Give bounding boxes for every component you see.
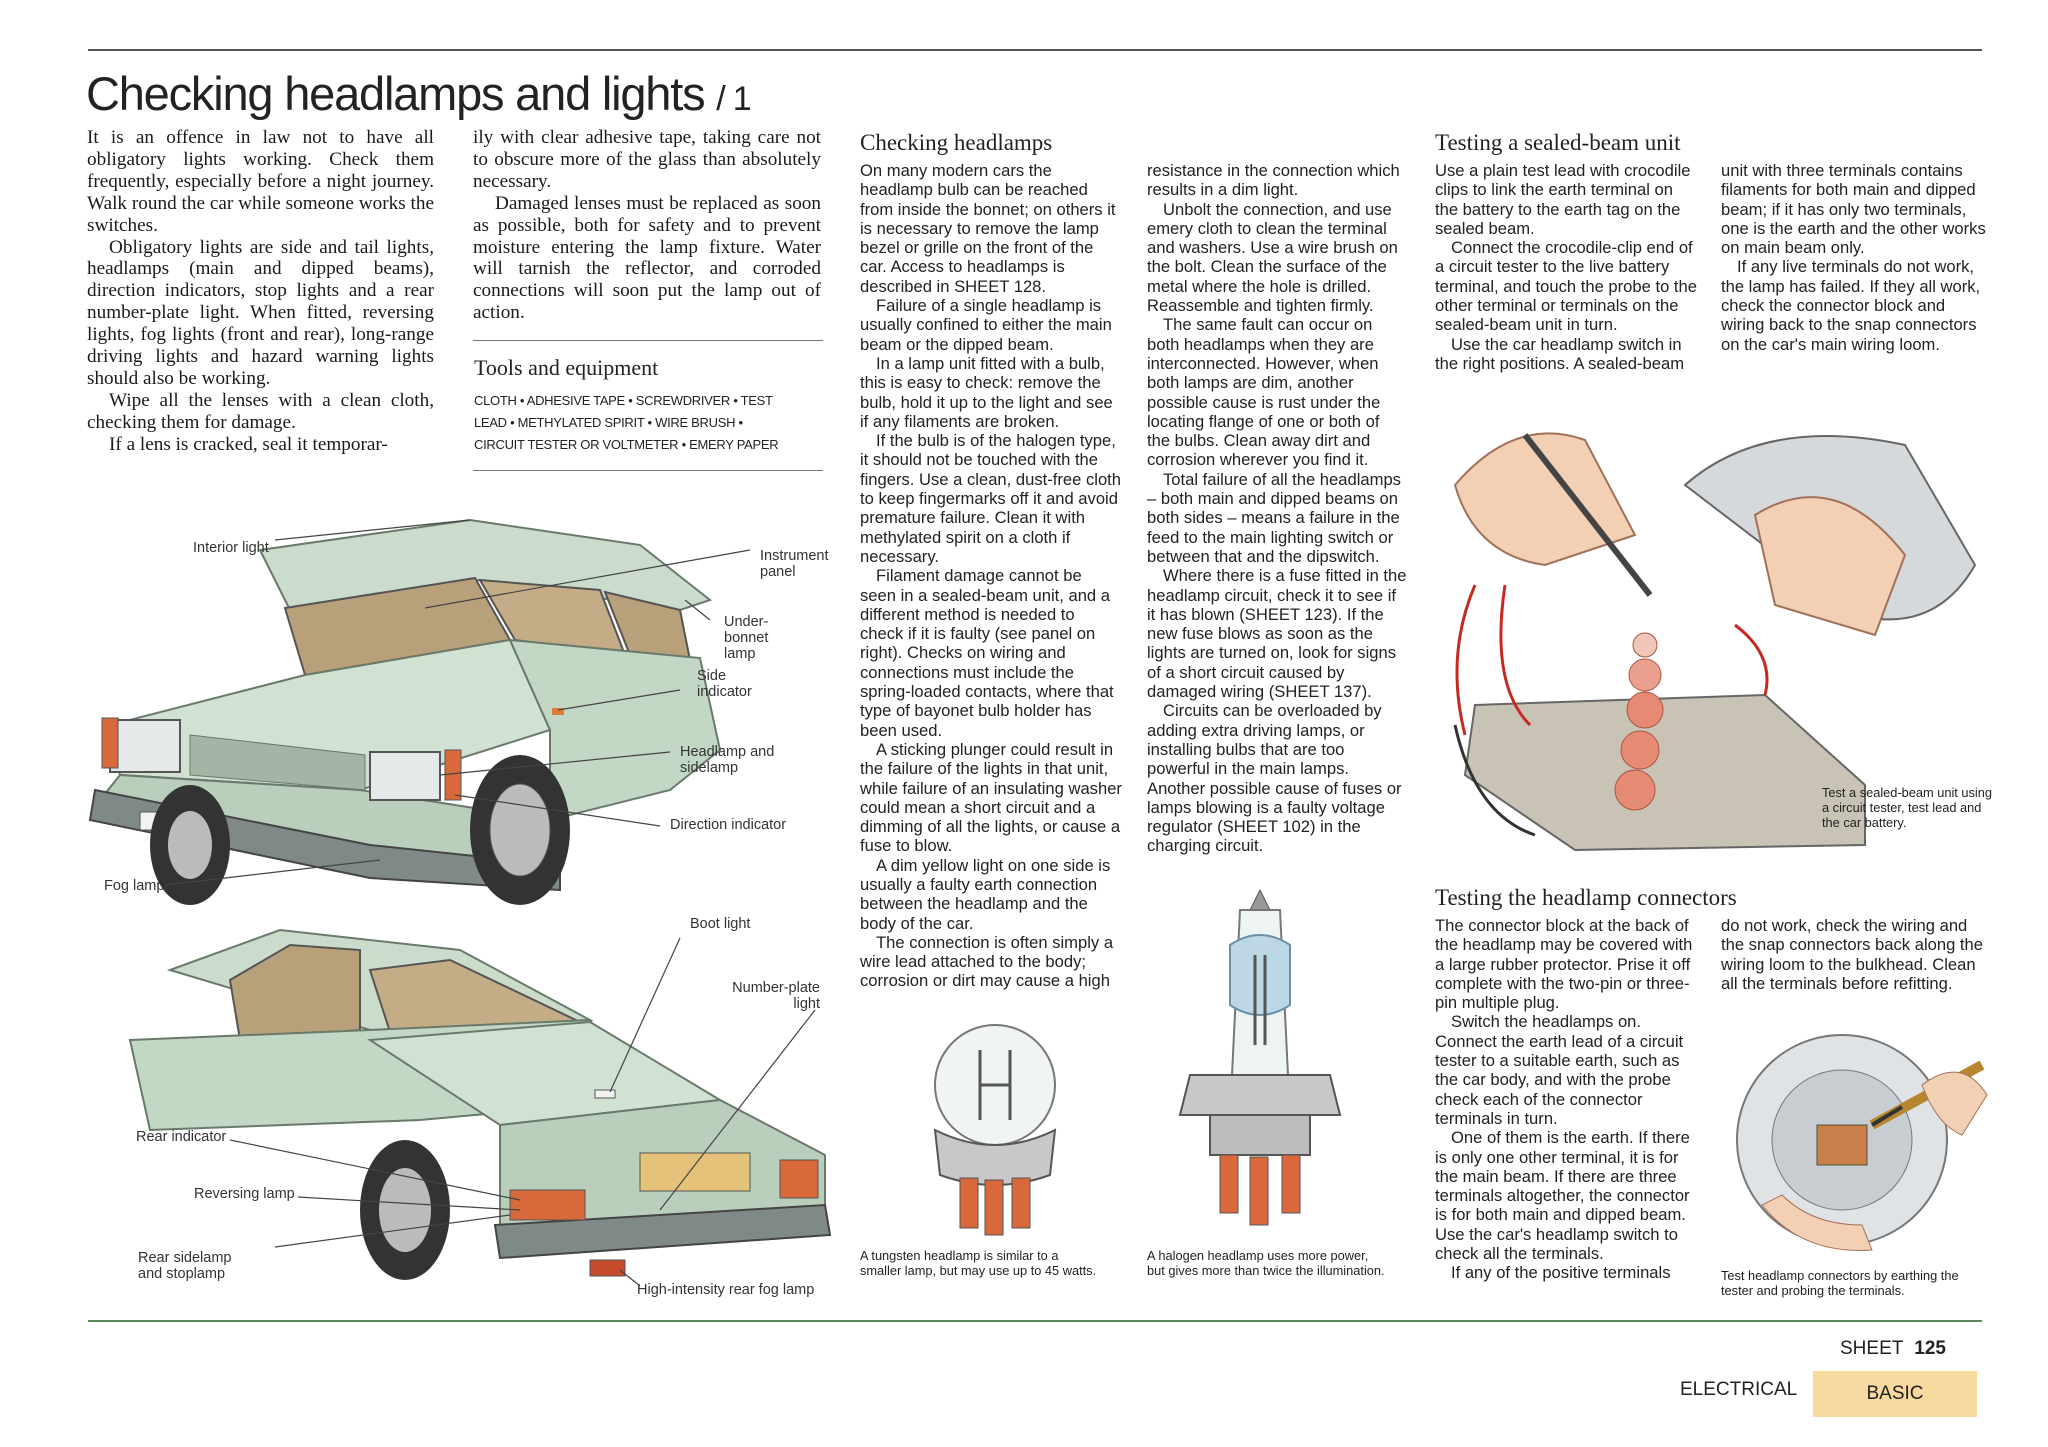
label-direction-indicator: Direction indicator — [670, 817, 787, 833]
body-paragraph: A dim yellow light on one side is usuall… — [860, 855, 1111, 933]
body-paragraph: The same fault can occur on both headlam… — [1147, 315, 1381, 470]
body-paragraph: If any of the positive terminals — [1451, 1263, 1671, 1283]
body-paragraph: resistance in the connection which resul… — [1147, 161, 1400, 200]
tools-heading: Tools and equipment — [474, 355, 659, 380]
intro-paragraph: If a lens is cracked, seal it temporar- — [109, 433, 388, 455]
body-paragraph: Use a plain test lead with crocodile cli… — [1435, 161, 1691, 238]
sealed-beam-column-2: unit with three terminals contains filam… — [1721, 161, 1989, 354]
body-paragraph: If any live terminals do not work, the l… — [1721, 257, 1981, 354]
label-instrument-panel: Instrument panel — [760, 548, 829, 580]
sealed-beam-caption: Test a sealed-beam unit using a circuit … — [1822, 785, 1993, 830]
level-label: BASIC — [1866, 1383, 1924, 1404]
label-reversing-lamp: Reversing lamp — [194, 1186, 295, 1202]
intro-paragraph: It is an offence in law not to have all … — [87, 127, 434, 236]
label-interior-light: Interior light — [193, 540, 269, 556]
body-paragraph: Switch the headlamps on. Connect the ear… — [1435, 1012, 1684, 1128]
tools-line: LEAD • METHYLATED SPIRIT • WIRE BRUSH • — [474, 415, 743, 430]
body-paragraph: One of them is the earth. If there is on… — [1435, 1128, 1690, 1264]
bottom-rule — [88, 1320, 1982, 1322]
tungsten-bulb-illustration — [933, 1024, 1057, 1236]
connectors-column-2: do not work, check the wiring and the sn… — [1721, 916, 1989, 993]
intro-column-2: ily with clear adhesive tape, taking car… — [473, 127, 821, 324]
body-paragraph: If the bulb is of the halogen type, it s… — [860, 431, 1122, 566]
body-paragraph: Total failure of all the headlamps – bot… — [1147, 469, 1401, 566]
halogen-bulb-illustration — [1178, 888, 1342, 1226]
sealed-beam-heading: Testing a sealed-beam unit — [1435, 130, 1681, 155]
label-headlamp-sidelamp: Headlamp and sidelamp — [680, 744, 775, 776]
connectors-caption: Test headlamp connectors by earthing the… — [1721, 1268, 1959, 1298]
sealed-beam-column-1: Use a plain test lead with crocodile cli… — [1435, 161, 1700, 373]
page-title-text: Checking headlamps and lights — [86, 67, 706, 120]
body-paragraph: The connector block at the back of the h… — [1435, 916, 1693, 1013]
halogen-caption: A halogen headlamp uses more power, but … — [1147, 1248, 1385, 1278]
body-paragraph: In a lamp unit fitted with a bulb, this … — [860, 353, 1113, 431]
connector-test-illustration — [1736, 1034, 1988, 1251]
sealed-beam-test-illustration — [1453, 432, 1977, 852]
body-paragraph: Failure of a single headlamp is usually … — [860, 296, 1112, 354]
tools-top-rule — [473, 340, 823, 341]
front-car-illustration — [88, 518, 751, 905]
body-paragraph: Connect the crocodile-clip end of a circ… — [1435, 238, 1697, 335]
body-paragraph: do not work, check the wiring and the sn… — [1721, 916, 1983, 993]
rear-car-illustration — [128, 928, 832, 1287]
intro-column-1: It is an offence in law not to have all … — [87, 127, 434, 456]
sheet-indicator: SHEET 125 — [1840, 1338, 1946, 1360]
level-badge: BASIC — [1813, 1371, 1977, 1417]
body-paragraph: The connection is often simply a wire le… — [860, 932, 1114, 991]
intro-paragraph: Wipe all the lenses with a clean cloth, … — [87, 389, 434, 433]
intro-paragraph: Obligatory lights are side and tail ligh… — [87, 236, 434, 389]
checking-column-2: resistance in the connection which resul… — [1147, 161, 1407, 856]
sheet-number: 125 — [1914, 1338, 1946, 1359]
sheet-label: SHEET — [1840, 1338, 1904, 1359]
label-fog-lamp: Fog lamp — [104, 878, 165, 894]
checking-column-1: On many modern cars the headlamp bulb ca… — [860, 161, 1122, 991]
label-rear-sidelamp: Rear sidelamp and stoplamp — [138, 1250, 232, 1282]
body-paragraph: On many modern cars the headlamp bulb ca… — [860, 161, 1116, 296]
label-side-indicator: Side indicator — [697, 668, 752, 700]
label-boot-light: Boot light — [690, 916, 751, 932]
tools-bottom-rule — [473, 470, 823, 471]
connectors-column-1: The connector block at the back of the h… — [1435, 916, 1695, 1283]
body-paragraph: Unbolt the connection, and use emery clo… — [1147, 199, 1398, 316]
intro-paragraph: ily with clear adhesive tape, taking car… — [473, 127, 821, 192]
page-number-suffix: / 1 — [716, 80, 751, 118]
intro-paragraph: Damaged lenses must be replaced as soon … — [473, 192, 821, 324]
tungsten-caption: A tungsten headlamp is similar to a smal… — [860, 1248, 1097, 1278]
tools-line: CIRCUIT TESTER OR VOLTMETER • EMERY PAPE… — [474, 437, 779, 452]
tools-line: CLOTH • ADHESIVE TAPE • SCREWDRIVER • TE… — [474, 393, 773, 408]
label-number-plate-light: Number-plate light — [732, 980, 820, 1012]
body-paragraph: Filament damage cannot be seen in a seal… — [860, 566, 1114, 740]
page-title: Checking headlamps and lights / 1 — [86, 66, 752, 121]
body-paragraph: Where there is a fuse fitted in the head… — [1147, 566, 1407, 702]
connectors-heading: Testing the headlamp connectors — [1435, 885, 1737, 910]
body-paragraph: unit with three terminals contains filam… — [1721, 161, 1986, 258]
body-paragraph: Use the car headlamp switch in the right… — [1435, 334, 1685, 373]
top-rule — [88, 49, 1982, 51]
label-rear-indicator: Rear indicator — [136, 1129, 227, 1145]
body-paragraph: Circuits can be overloaded by adding ext… — [1147, 701, 1402, 856]
label-underbonnet-lamp: Under-bonnet lamp — [724, 614, 769, 662]
section-label: ELECTRICAL — [1680, 1379, 1798, 1400]
checking-headlamps-heading: Checking headlamps — [860, 130, 1053, 155]
body-paragraph: A sticking plunger could result in the f… — [860, 739, 1122, 856]
label-rear-fog-lamp: High-intensity rear fog lamp — [637, 1282, 815, 1298]
tools-list: CLOTH • ADHESIVE TAPE • SCREWDRIVER • TE… — [474, 390, 824, 456]
